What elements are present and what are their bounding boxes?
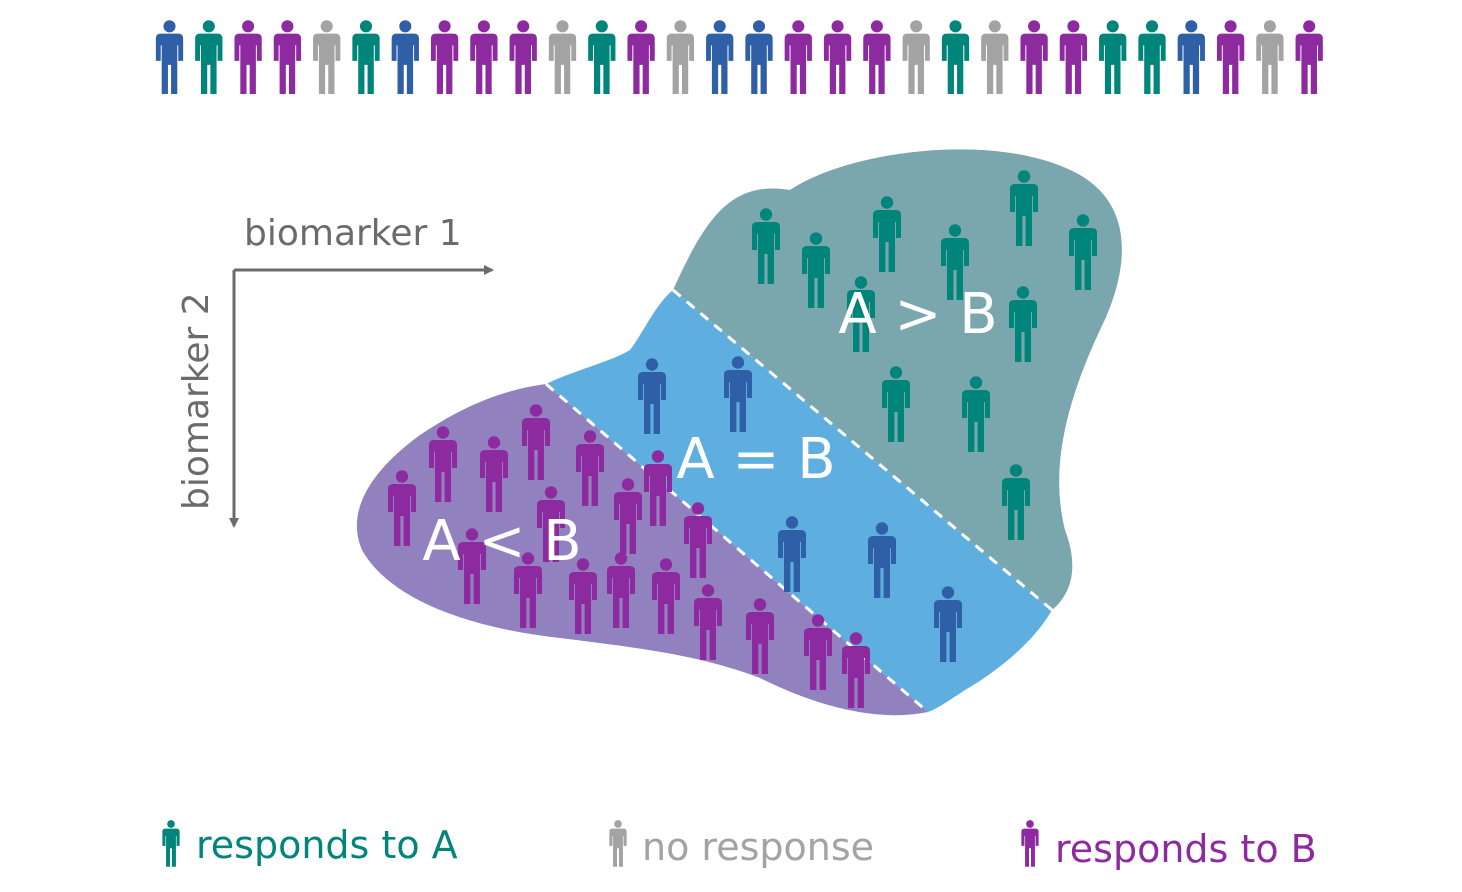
- y-axis-label: biomarker 2: [176, 292, 217, 510]
- person-icon-blue: [1177, 20, 1205, 95]
- person-icon-gray: [902, 20, 930, 95]
- person-icon-teal: [195, 20, 223, 95]
- person-icon-teal: [352, 20, 380, 95]
- legend-item-responds-a: responds to A: [162, 820, 458, 867]
- person-icon-purple: [1216, 20, 1245, 95]
- person-icon-teal: [588, 20, 616, 95]
- person-icon-teal: [1138, 20, 1166, 95]
- person-icon-purple: [627, 20, 655, 95]
- person-icon-purple: [1020, 20, 1048, 95]
- person-icon-purple: [273, 20, 302, 95]
- person-icon-blue: [155, 20, 184, 95]
- person-icon-gray: [981, 20, 1009, 95]
- person-icon-gray: [1256, 20, 1284, 95]
- legend-label-responds-a: responds to A: [196, 823, 458, 867]
- person-icon-purple: [470, 20, 498, 95]
- region-a-equals-b: [546, 290, 1052, 712]
- person-icon-purple: [784, 20, 812, 95]
- population-row: [155, 20, 1323, 95]
- x-axis-label: biomarker 1: [244, 213, 462, 254]
- person-icon: [162, 820, 180, 867]
- person-icon-blue: [391, 20, 419, 95]
- person-icon-purple: [863, 20, 891, 95]
- legend-label-responds-b: responds to B: [1055, 827, 1317, 871]
- person-icon-teal: [941, 20, 970, 95]
- person-icon-purple: [823, 20, 852, 95]
- person-icon-purple: [1295, 20, 1323, 95]
- person-icon-blue: [745, 20, 773, 95]
- axes: biomarker 1 biomarker 2: [176, 213, 494, 528]
- person-icon: [1021, 820, 1039, 867]
- legend: responds to A no response responds to B: [162, 820, 1317, 871]
- person-icon-purple: [509, 20, 537, 95]
- person-icon-teal: [1099, 20, 1127, 95]
- person-icon-gray: [548, 20, 577, 95]
- legend-item-no-response: no response: [609, 820, 874, 869]
- label-a-less-b: A < B: [422, 509, 581, 574]
- label-a-greater-b: A > B: [838, 282, 997, 347]
- label-a-equals-b: A = B: [676, 427, 835, 492]
- person-icon-purple: [430, 20, 459, 95]
- person-icon: [609, 820, 627, 867]
- legend-item-responds-b: responds to B: [1021, 820, 1317, 871]
- person-icon-purple: [234, 20, 262, 95]
- person-icon-purple: [1059, 20, 1088, 95]
- person-icon-blue: [706, 20, 734, 95]
- person-icon-gray: [313, 20, 341, 95]
- legend-label-no-response: no response: [642, 825, 874, 869]
- person-icon-gray: [666, 20, 695, 95]
